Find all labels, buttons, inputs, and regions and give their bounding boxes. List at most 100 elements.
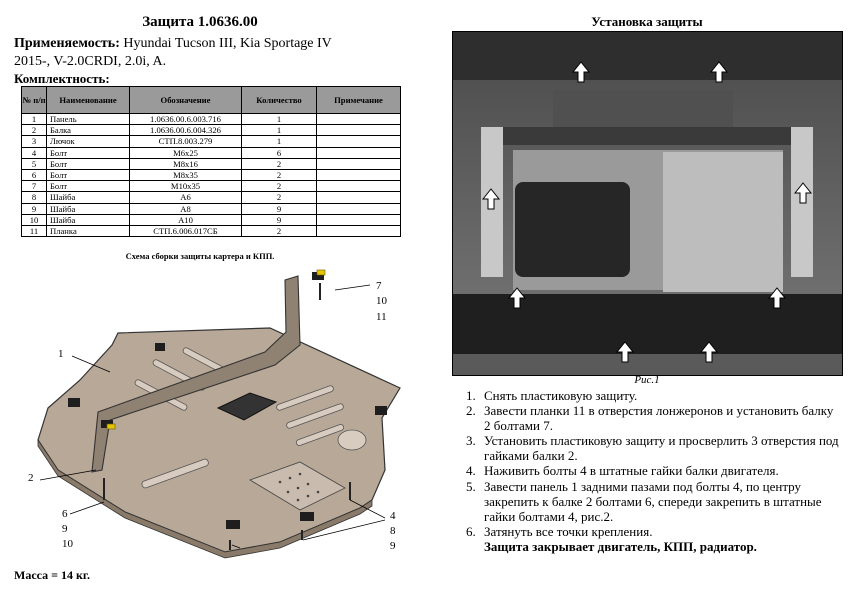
cell-number: 3 [21, 135, 47, 148]
cell-name: Болт [46, 157, 130, 170]
underbody-illustration [453, 32, 842, 375]
cell-note [316, 112, 401, 126]
cell-quantity: 2 [241, 157, 317, 170]
cell-number: 6 [21, 168, 47, 182]
cell-name: Болт [46, 146, 130, 159]
callout-8: 8 [390, 525, 396, 537]
applicability-line2: 2015-, V-2.0CRDI, 2.0i, A. [14, 54, 167, 69]
step-number: 3. [466, 433, 476, 449]
step-number: 1. [466, 388, 476, 403]
callout-9-right: 9 [390, 540, 396, 552]
cell-number: 1 [21, 112, 47, 126]
callout-10-bottom: 10 [62, 538, 73, 550]
cell-quantity: 1 [241, 135, 317, 148]
panel-ribs [134, 347, 367, 489]
cell-designation: 1.0636.00.6.003.716 [129, 112, 242, 126]
cell-note [316, 157, 401, 170]
cell-quantity: 2 [241, 168, 317, 182]
header-name: Наименование [46, 86, 130, 114]
cell-quantity: 9 [241, 202, 317, 215]
step-number: 6. [466, 523, 476, 539]
access-hatch [216, 392, 278, 421]
parts-table: № п/п Наименование Обозначение Количеств… [21, 86, 401, 238]
cell-name: Панель [46, 112, 130, 126]
cell-name: Болт [46, 168, 130, 182]
applicability-block: Применяемость: Hyundai Tucson III, Kia S… [14, 35, 434, 71]
document-title: Защита 1.0636.00 [142, 14, 258, 30]
instruction-step: 1. Снять пластиковую защиту. [466, 388, 840, 403]
cell-designation: М8х16 [129, 157, 242, 170]
cell-number: 9 [21, 202, 47, 215]
instruction-step: 2.Завести планки 11 в отверстия лонжерон… [466, 403, 840, 433]
cell-name: Шайба [46, 213, 130, 226]
cell-number: 4 [21, 146, 47, 159]
step-text: Установить пластиковую защиту и просверл… [484, 433, 839, 464]
bolts [103, 283, 351, 550]
callout-9-left: 9 [62, 523, 68, 535]
cell-designation: 1.0636.00.6.004.326 [129, 124, 242, 137]
underbody-photo [452, 31, 843, 376]
callout-2: 2 [28, 472, 34, 484]
cell-number: 10 [21, 213, 47, 226]
instruction-step: 4.Наживить болты 4 в штатные гайки балки… [466, 463, 840, 478]
callout-4: 4 [390, 510, 396, 522]
cell-number: 7 [21, 180, 47, 193]
header-quantity: Количество [241, 86, 317, 114]
cell-note [316, 213, 401, 226]
instruction-step: 5.Завести панель 1 задними пазами под бо… [466, 479, 840, 524]
header-designation: Обозначение [129, 86, 242, 114]
cell-quantity: 1 [241, 124, 317, 137]
figure-caption: Рис.1 [634, 374, 660, 386]
instruction-steps: 1. Снять пластиковую защиту.2.Завести пла… [466, 388, 840, 554]
cell-quantity: 1 [241, 112, 317, 126]
cell-name: Шайба [46, 202, 130, 215]
cell-note [316, 135, 401, 148]
cell-note [316, 124, 401, 137]
kit-label: Комплектность: [14, 71, 110, 86]
assembly-diagram [37, 269, 401, 559]
step-text: Снять пластиковую защиту. [484, 388, 638, 403]
callout-11: 11 [376, 311, 387, 323]
cell-name: Балка [46, 124, 130, 137]
cell-note [316, 224, 401, 238]
step-number: 2. [466, 403, 476, 419]
cell-name: Лючок [46, 135, 130, 148]
perforation-dots [278, 472, 320, 502]
step-number: 5. [466, 478, 476, 494]
cell-number: 2 [21, 124, 47, 137]
cell-quantity: 2 [241, 180, 317, 193]
cell-name: Планка [46, 224, 130, 238]
callout-10-top: 10 [376, 295, 387, 307]
cell-designation: М10х35 [129, 180, 242, 193]
cell-designation: А6 [129, 191, 242, 204]
step-text: Затянуть все точки крепления. [484, 523, 653, 539]
cell-quantity: 2 [241, 191, 317, 204]
mass-label: Масса = 14 кг. [14, 568, 90, 582]
callout-7: 7 [376, 280, 382, 292]
install-title: Установка защиты [591, 14, 703, 29]
cell-quantity: 9 [241, 213, 317, 226]
header-number: № п/п [21, 86, 47, 114]
parts-table-header: № п/п Наименование Обозначение Количеств… [21, 86, 401, 114]
instruction-step: 6. Затянуть все точки крепления. [466, 524, 840, 539]
applicability-label: Применяемость: [14, 36, 120, 51]
scheme-caption: Схема сборки защиты картера и КПП. [125, 251, 275, 261]
header-note: Примечание [316, 86, 401, 114]
step-text: Наживить болты 4 в штатные гайки балки д… [484, 463, 779, 479]
applicability-line1: Hyundai Tucson III, Kia Sportage IV [123, 36, 332, 51]
cell-note [316, 146, 401, 159]
cell-designation: СТП.6.006.017СБ [129, 224, 242, 238]
center-plate [249, 461, 346, 511]
panel-edge [37, 438, 373, 559]
cell-number: 8 [21, 191, 47, 204]
cell-quantity: 6 [241, 146, 317, 159]
cell-designation: М8х35 [129, 168, 242, 182]
callout-1: 1 [58, 348, 64, 360]
cell-number: 11 [21, 224, 47, 238]
